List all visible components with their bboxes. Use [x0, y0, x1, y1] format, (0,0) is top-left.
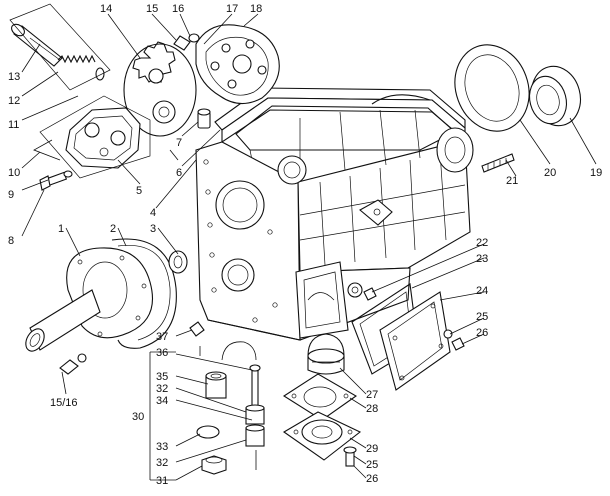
callout-8: 8 — [8, 235, 14, 247]
callout-36: 36 — [156, 347, 168, 359]
callout-27: 27 — [366, 389, 378, 401]
callout-6: 6 — [176, 167, 182, 179]
callout-33: 33 — [156, 441, 168, 453]
callout-21: 21 — [506, 175, 518, 187]
part-19-bearing-cap — [528, 65, 581, 127]
callout-19: 19 — [590, 167, 602, 179]
callout-26-right: 26 — [476, 327, 488, 339]
part-28-gasket — [282, 373, 358, 421]
callout-23: 23 — [476, 253, 488, 265]
callout-34: 34 — [156, 395, 168, 407]
part-20-rear-gasket — [454, 44, 530, 132]
callout-9: 9 — [8, 189, 14, 201]
callout-12: 12 — [8, 95, 20, 107]
part-29-filter-cover — [282, 411, 362, 461]
gearbox-housing — [195, 87, 474, 341]
callout-29: 29 — [366, 443, 378, 455]
callout-5: 5 — [136, 185, 142, 197]
callout-18: 18 — [250, 3, 262, 15]
callout-24: 24 — [476, 285, 488, 297]
callout-11: 11 — [8, 119, 19, 131]
part-25-26-lower-bolt — [343, 446, 357, 467]
callout-2: 2 — [110, 223, 116, 235]
callout-13: 13 — [8, 71, 20, 83]
callout-28: 28 — [366, 403, 378, 415]
callout-3: 3 — [150, 223, 156, 235]
part-15-16-lower-bolt — [59, 353, 87, 375]
leader-lines — [21, 13, 597, 481]
callout-32-upper: 32 — [156, 383, 168, 395]
callout-26-bottom: 26 — [366, 473, 378, 485]
assembly-arrows — [33, 139, 257, 470]
callout-37: 37 — [156, 331, 168, 343]
part-32-34-magnet — [245, 404, 265, 447]
part-1-input-flange — [25, 247, 154, 352]
part-31-drain-plug — [201, 455, 227, 475]
part-5-oil-pump-housing — [65, 107, 141, 169]
part-25-26-bolt — [443, 329, 465, 351]
part-12-spring — [57, 54, 105, 81]
part-24-side-cover — [379, 291, 451, 391]
part-15-16-bolt — [173, 33, 200, 51]
callout-20: 20 — [544, 167, 556, 179]
part-8-9-bolt — [39, 170, 73, 191]
callout-30: 30 — [132, 411, 144, 423]
callout-22: 22 — [476, 237, 488, 249]
callout-32-lower: 32 — [156, 457, 168, 469]
callout-15-16-bottom: 15/16 — [50, 397, 78, 409]
part-3-seal-ring — [168, 250, 188, 274]
callout-15-top: 15 — [146, 3, 158, 15]
callout-16-top: 16 — [172, 3, 184, 15]
part-27-filter — [307, 333, 345, 375]
part-37-bolt — [189, 321, 205, 337]
part-17-18-pump-cover — [195, 24, 280, 105]
callout-4: 4 — [150, 207, 156, 219]
part-10-11-frame — [39, 95, 151, 179]
part-33-o-ring — [196, 425, 220, 439]
part-12-13-frame — [9, 3, 111, 91]
callout-35: 35 — [156, 371, 168, 383]
part-22-bolt — [363, 287, 377, 301]
callout-1: 1 — [58, 223, 64, 235]
callout-31: 31 — [156, 475, 168, 487]
part-21-stud — [481, 153, 515, 173]
callout-25-bottom: 25 — [366, 459, 378, 471]
callout-10: 10 — [8, 167, 20, 179]
callout-17: 17 — [226, 3, 238, 15]
callout-labels: 13 12 11 14 15 16 17 18 7 6 5 10 9 8 4 3… — [8, 3, 602, 487]
callout-25-right: 25 — [476, 311, 488, 323]
part-6-7-plug — [197, 108, 211, 129]
callout-7: 7 — [176, 137, 182, 149]
part-2-gasket — [111, 238, 177, 349]
part-35-bushing — [205, 371, 227, 399]
callout-14: 14 — [100, 3, 112, 15]
part-14-gear-pump — [123, 41, 197, 137]
